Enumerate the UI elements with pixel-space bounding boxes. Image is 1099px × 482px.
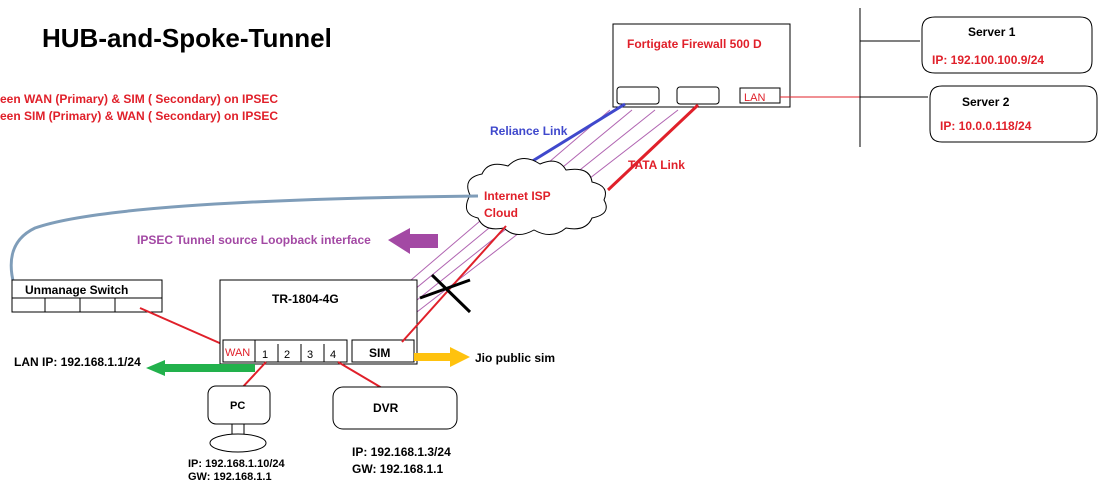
jio-label: Jio public sim [475, 351, 555, 365]
pc-ip: IP: 192.168.1.10/24 [188, 458, 286, 470]
sim-uplink [401, 225, 507, 343]
dvr-ip: IP: 192.168.1.3/24 [352, 445, 451, 459]
firewall-port-1 [616, 86, 660, 105]
router-wan-label: WAN [225, 347, 250, 359]
firewall-port-2 [676, 86, 720, 105]
server1-ip: IP: 192.100.100.9/24 [932, 53, 1044, 67]
router-port-1: 1 [262, 349, 268, 361]
jio-arrow [414, 347, 470, 367]
note-line-1: een WAN (Primary) & SIM ( Secondary) on … [0, 92, 278, 106]
cloud-label-line1: Internet ISP [484, 189, 551, 203]
server2-name: Server 2 [962, 95, 1010, 109]
server2-ip: IP: 10.0.0.118/24 [940, 119, 1032, 133]
dvr-label: DVR [373, 401, 399, 415]
note-line-2: een SIM (Primary) & WAN ( Secondary) on … [0, 109, 278, 123]
dvr-link [337, 361, 383, 389]
link-down-cross-icon [419, 273, 472, 314]
diagram-title: HUB-and-Spoke-Tunnel [42, 23, 332, 53]
router-sim-slot [351, 339, 415, 363]
cloud-label-line2: Cloud [484, 206, 518, 220]
router-label: TR-1804-4G [272, 292, 339, 306]
pc-base [209, 433, 267, 453]
unmanaged-switch [11, 279, 163, 313]
router-port-4: 4 [330, 349, 336, 361]
router-sim-label: SIM [369, 346, 390, 360]
router-port-3: 3 [307, 349, 313, 361]
router-port-2: 2 [284, 349, 290, 361]
reliance-link-label: Reliance Link [490, 124, 568, 138]
switch-label: Unmanage Switch [25, 283, 128, 297]
pc-link [239, 361, 267, 391]
tunnel-arrow [388, 228, 438, 254]
firewall-lan-label: LAN [744, 92, 765, 104]
lan-ip-label: LAN IP: 192.168.1.1/24 [14, 355, 141, 369]
pc-label: PC [230, 400, 245, 412]
firewall-label: Fortigate Firewall 500 D [627, 37, 762, 51]
tata-link-label: TATA Link [628, 158, 685, 172]
dvr-gw: GW: 192.168.1.1 [352, 462, 443, 476]
tata-link [606, 103, 700, 192]
lan-arrow [146, 360, 255, 376]
firewall-lan-port [739, 87, 781, 104]
dvr-box [332, 386, 458, 430]
server2-box [929, 85, 1098, 143]
server1-box [921, 16, 1093, 74]
pc-gw: GW: 192.168.1.1 [188, 471, 272, 482]
switch-uplink-curve [9, 194, 479, 286]
tunnel-label: IPSEC Tunnel source Loopback interface [137, 233, 371, 247]
server1-name: Server 1 [968, 25, 1016, 39]
